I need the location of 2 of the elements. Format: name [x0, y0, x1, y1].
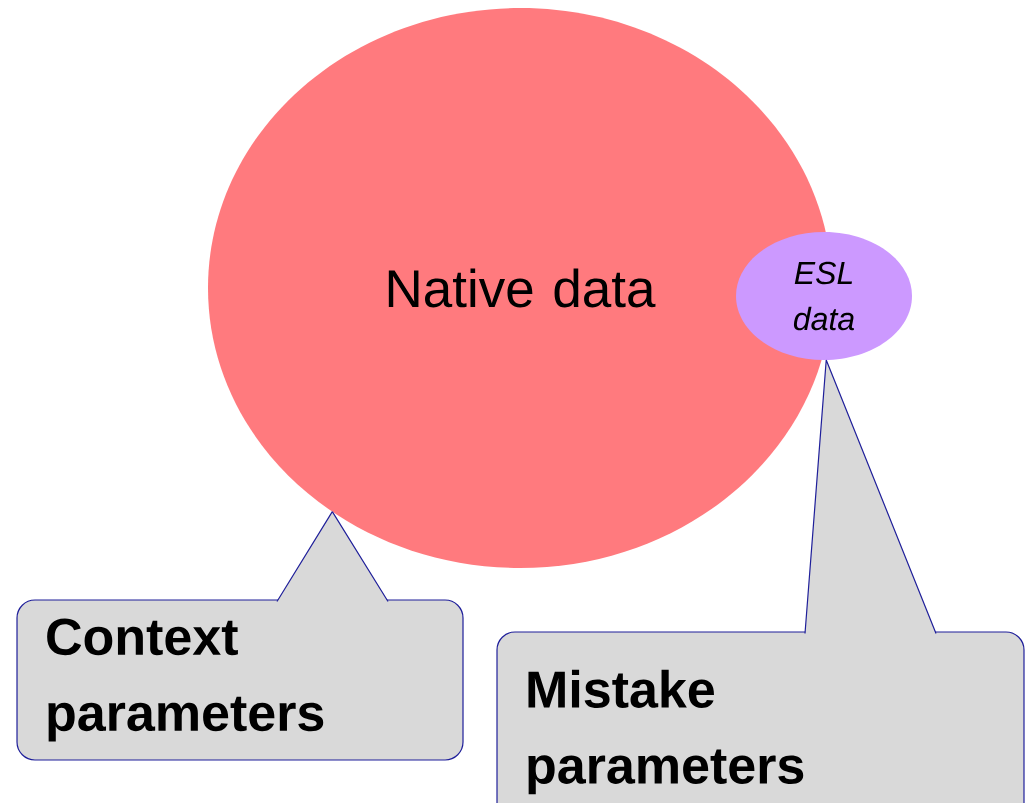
callout-pointer	[804, 359, 937, 635]
callout-pointer	[276, 511, 389, 603]
